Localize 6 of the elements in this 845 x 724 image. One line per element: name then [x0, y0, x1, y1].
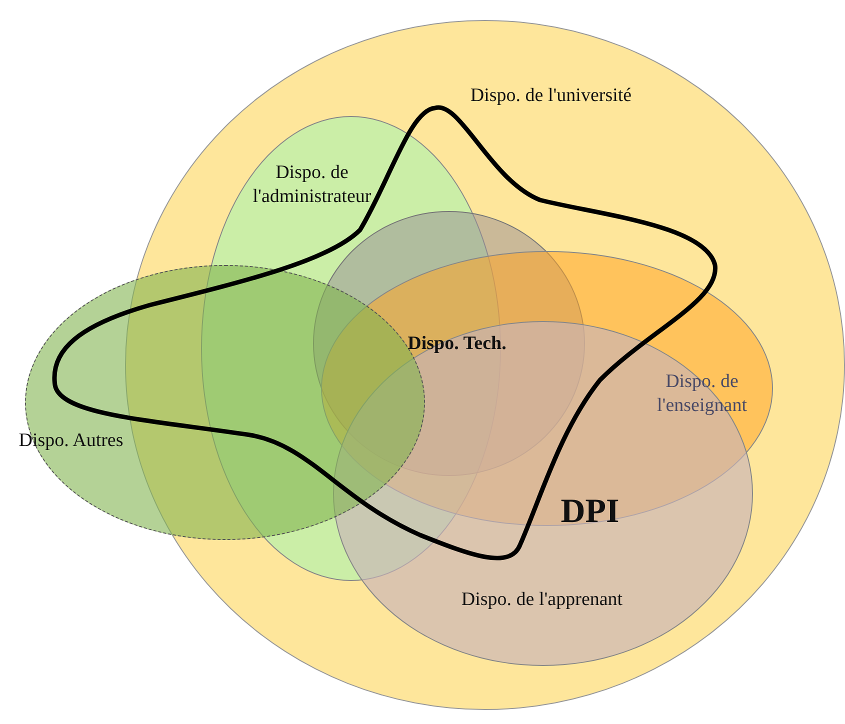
region-label: Dispo. Tech. [406, 332, 508, 356]
region-label: Dispo. Autres [18, 429, 124, 453]
region-label: Dispo. de l'administrateur [252, 161, 372, 209]
curve-label: DPI [560, 493, 620, 531]
region-label: Dispo. de l'université [469, 84, 633, 108]
region-label: Dispo. de l'apprenant [460, 588, 624, 612]
